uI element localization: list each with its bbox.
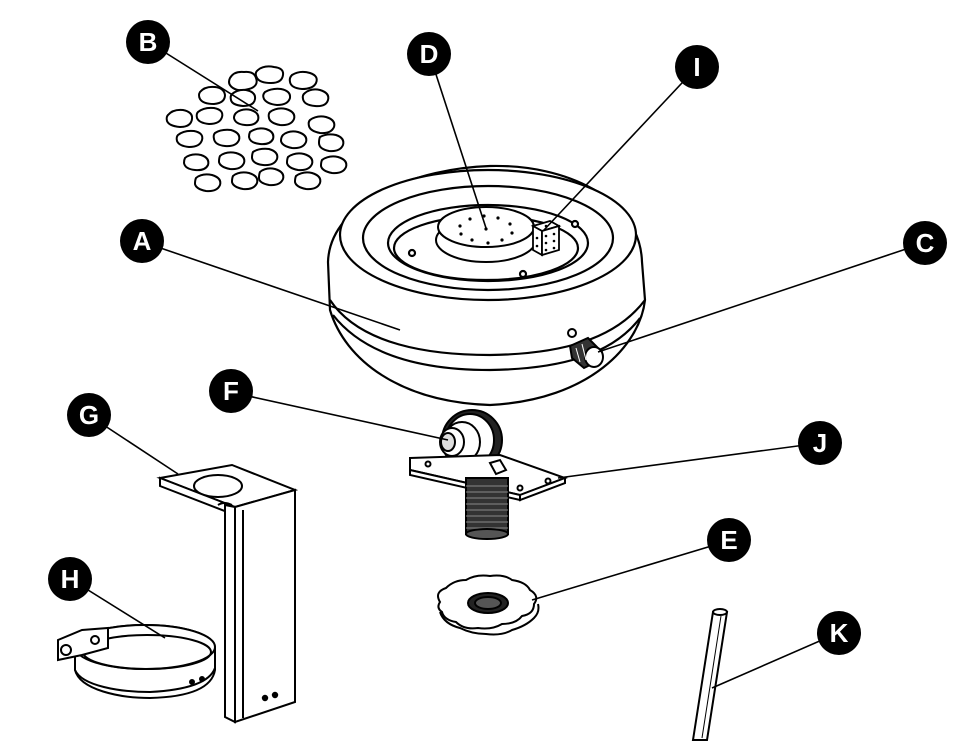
leader-line-f — [229, 391, 449, 441]
leader-line-d — [429, 55, 487, 229]
callout-a: A — [120, 219, 164, 263]
callout-d: D — [407, 32, 451, 76]
knob-part-c — [567, 328, 604, 370]
callout-i: I — [675, 45, 719, 89]
callout-label-f: F — [223, 376, 239, 406]
callout-label-a: A — [133, 226, 152, 256]
leader-line-k — [711, 632, 839, 689]
callout-label-e: E — [720, 525, 737, 555]
callout-label-c: C — [916, 228, 935, 258]
callout-f: F — [209, 369, 253, 413]
leader-lines — [71, 42, 925, 689]
callout-c: C — [903, 221, 947, 265]
l-bracket-part-g — [156, 463, 299, 724]
callout-label-k: K — [830, 618, 849, 648]
pebbles-part-b — [165, 65, 348, 193]
callout-g: G — [67, 393, 111, 437]
callout-label-d: D — [420, 39, 439, 69]
leader-line-c — [597, 242, 925, 353]
leader-line-i — [543, 67, 697, 231]
leader-line-e — [531, 540, 729, 601]
leader-line-j — [557, 442, 821, 479]
callout-label-i: I — [693, 52, 700, 82]
callout-label-g: G — [79, 400, 99, 430]
callout-e: E — [707, 518, 751, 562]
motor-hub-part-f — [439, 409, 503, 471]
wing-nut-part-e — [437, 574, 540, 636]
callout-h: H — [48, 557, 92, 601]
leader-line-a — [142, 241, 401, 331]
mount-plate-part-j — [409, 453, 568, 540]
clamp-band-part-h — [57, 624, 216, 700]
leader-line-b — [149, 42, 259, 112]
bowl-body-part-a — [326, 164, 647, 407]
center-dome-part-d — [435, 206, 537, 263]
callout-label-h: H — [61, 564, 80, 594]
callout-label-j: J — [813, 428, 827, 458]
callout-b: B — [126, 20, 170, 64]
callout-j: J — [798, 421, 842, 465]
rod-part-k — [691, 608, 729, 741]
callout-k: K — [817, 611, 861, 655]
small-die-part-i — [530, 220, 562, 257]
callout-label-b: B — [139, 27, 158, 57]
